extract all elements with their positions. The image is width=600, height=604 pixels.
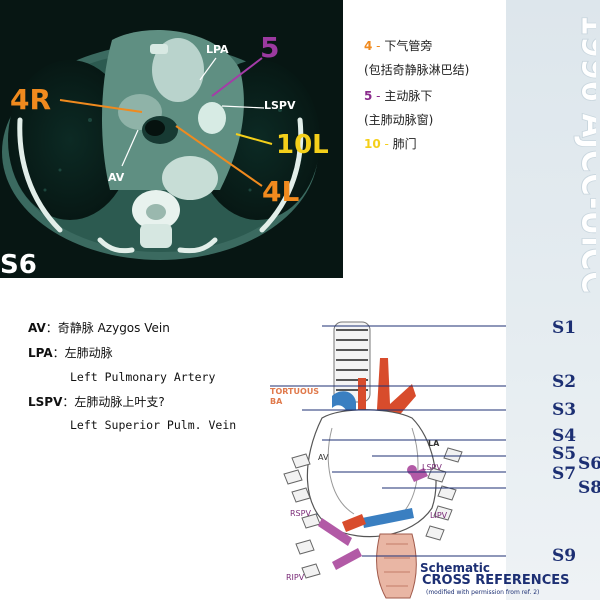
station-label-s8: S8 <box>578 478 600 498</box>
ct-label-10l: 10L <box>276 130 329 160</box>
station-label-s5: S5 <box>552 444 577 464</box>
cross-references-title: CROSS REFERENCES <box>422 573 570 588</box>
svg-text:1996 AJCC-UICC: 1996 AJCC-UICC <box>572 14 596 294</box>
ct-label-station-5: 5 <box>260 31 280 64</box>
definition-av: AV：奇静脉 Azygos Vein <box>28 321 170 335</box>
legend-text: (包括奇静脉淋巴结) <box>364 63 470 77</box>
ct-label-4l: 4L <box>262 175 300 208</box>
station-label-s6: S6 <box>578 454 600 474</box>
legend-item: (主肺动脉窗) <box>364 114 433 126</box>
definition-lpa: LPA：左肺动脉 <box>28 346 113 360</box>
legend-item: (包括奇静脉淋巴结) <box>364 64 469 76</box>
ct-label-lpa: LPA <box>206 43 229 56</box>
ct-station-label: S6 <box>0 250 37 278</box>
legend-text: 肺门 <box>392 137 417 151</box>
schematic-title: Schematic <box>420 561 491 575</box>
station-label-s7: S7 <box>552 464 577 484</box>
ct-label-lspv: LSPV <box>264 99 296 112</box>
legend-number: 5 <box>364 89 373 103</box>
heart <box>306 409 437 538</box>
label-av: AV <box>318 453 329 462</box>
legend-text: 下气管旁 <box>384 39 433 53</box>
banner-vertical-text: 1996 AJCC-UICC <box>572 14 597 295</box>
station-label-s9: S9 <box>552 546 577 566</box>
ct-scan-image: LPA 5 4R LSPV 10L AV 4L S6 <box>0 0 343 278</box>
legend-item: 5 - 主动脉下 <box>364 89 433 103</box>
label-lipv: LIPV <box>430 511 448 520</box>
label-ripv: RIPV <box>286 573 305 582</box>
definition-lpa-english: Left Pulmonary Artery <box>70 370 216 384</box>
lymph-node-schematic: S1 S2 S3 S4 S5 S6 S7 S8 S9 TORTUOUS BA A… <box>262 318 600 604</box>
ajcc-banner: 1996 AJCC-UICC <box>506 0 600 600</box>
bronchial-tree <box>283 447 463 579</box>
definition-lspv: LSPV：左肺动脉上叶支? <box>28 395 165 409</box>
label-tortuous: TORTUOUS <box>270 387 320 396</box>
schematic-drawing <box>270 321 544 599</box>
legend-text: (主肺动脉窗) <box>364 113 434 127</box>
label-ba: BA <box>270 397 283 406</box>
label-lspv: LSPV <box>422 463 442 472</box>
legend-item: 4 - 下气管旁 <box>364 39 433 53</box>
station-label-s1: S1 <box>552 318 577 338</box>
legend-number: 4 <box>364 39 373 53</box>
legend-text: 主动脉下 <box>384 89 433 103</box>
station-label-s4: S4 <box>552 426 577 446</box>
station-label-s3: S3 <box>552 400 577 420</box>
label-la: LA <box>428 439 440 448</box>
definition-lspv-english: Left Superior Pulm. Vein <box>70 418 237 432</box>
legend-number: 10 <box>364 137 381 151</box>
ct-label-av: AV <box>108 171 125 184</box>
legend-item: 10 - 肺门 <box>364 137 417 151</box>
ct-label-4r: 4R <box>10 83 52 116</box>
station-label-s2: S2 <box>552 372 577 392</box>
label-rspv: RSPV <box>290 509 311 518</box>
descending-aorta <box>162 156 218 200</box>
schematic-footnote: (modified with permission from ref. 2) <box>426 589 540 596</box>
esophagus <box>376 533 417 599</box>
ct-scan-drawing <box>2 30 320 260</box>
